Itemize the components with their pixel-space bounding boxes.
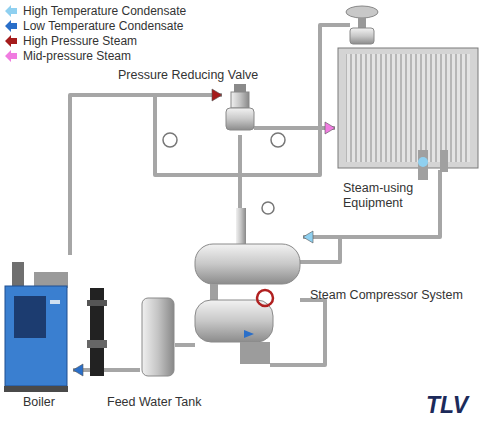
- heat-exchanger-drawing: [338, 6, 478, 180]
- pipe-connector: [254, 122, 335, 134]
- flow-arrowhead: [73, 364, 83, 376]
- legend: High Temperature CondensateLow Temperatu…: [4, 3, 186, 63]
- legend-row: Mid-pressure Steam: [4, 48, 186, 63]
- legend-swatch: [4, 35, 18, 47]
- flow-arrowhead: [303, 231, 313, 243]
- legend-row: High Temperature Condensate: [4, 3, 186, 18]
- gauge-drawing: [163, 133, 285, 147]
- feed-pump-drawing: [87, 288, 107, 376]
- equipment-node: Pressure Reducing Valve: [222, 80, 254, 135]
- swatch-arrow: [5, 35, 17, 47]
- legend-row: Low Temperature Condensate: [4, 18, 186, 33]
- pipe-connector: [70, 89, 222, 255]
- pressure-reducing-valve-drawing: [226, 84, 254, 130]
- equipment-node: Feed Water Tank: [140, 295, 175, 377]
- equipment-label: Feed Water Tank: [107, 395, 202, 410]
- pipe-connector: [303, 170, 440, 243]
- legend-swatch: [4, 5, 18, 17]
- steam-pipe: [155, 95, 300, 175]
- legend-text: Mid-pressure Steam: [23, 49, 131, 63]
- pipe-line: [70, 95, 222, 255]
- equipment-label: Steam Compressor System: [310, 288, 463, 303]
- legend-text: High Temperature Condensate: [23, 4, 186, 18]
- logo-text: TLV: [426, 392, 468, 419]
- pipe-line: [254, 126, 335, 130]
- condensate-pipe: [270, 300, 325, 365]
- boiler-drawing: [4, 262, 68, 392]
- equipment-node: Steam-using Equipment: [335, 45, 477, 170]
- vent-pipe: [300, 237, 340, 262]
- pipe-line: [303, 170, 440, 237]
- flow-arrowhead: [212, 89, 222, 101]
- swatch-arrow: [5, 20, 17, 32]
- equipment-node: Steam Compressor System: [195, 205, 303, 365]
- legend-swatch: [4, 20, 18, 32]
- equipment-label: Pressure Reducing Valve: [118, 68, 258, 83]
- equipment-label: Steam-using Equipment: [343, 181, 435, 211]
- pipe-line: [175, 343, 195, 347]
- equipment-label: Boiler: [5, 395, 73, 410]
- swatch-arrow: [5, 50, 17, 62]
- pipe-connector: [73, 364, 140, 376]
- feed-tank-drawing: [142, 298, 174, 376]
- legend-swatch: [4, 50, 18, 62]
- flow-arrowhead: [325, 122, 335, 134]
- legend-text: Low Temperature Condensate: [23, 19, 184, 33]
- compressor-drawing: [195, 202, 300, 364]
- legend-text: High Pressure Steam: [23, 34, 137, 48]
- pipe-connector: [175, 345, 195, 346]
- legend-row: High Pressure Steam: [4, 33, 186, 48]
- swatch-arrow: [5, 5, 17, 17]
- equipment-node: Boiler: [5, 255, 73, 390]
